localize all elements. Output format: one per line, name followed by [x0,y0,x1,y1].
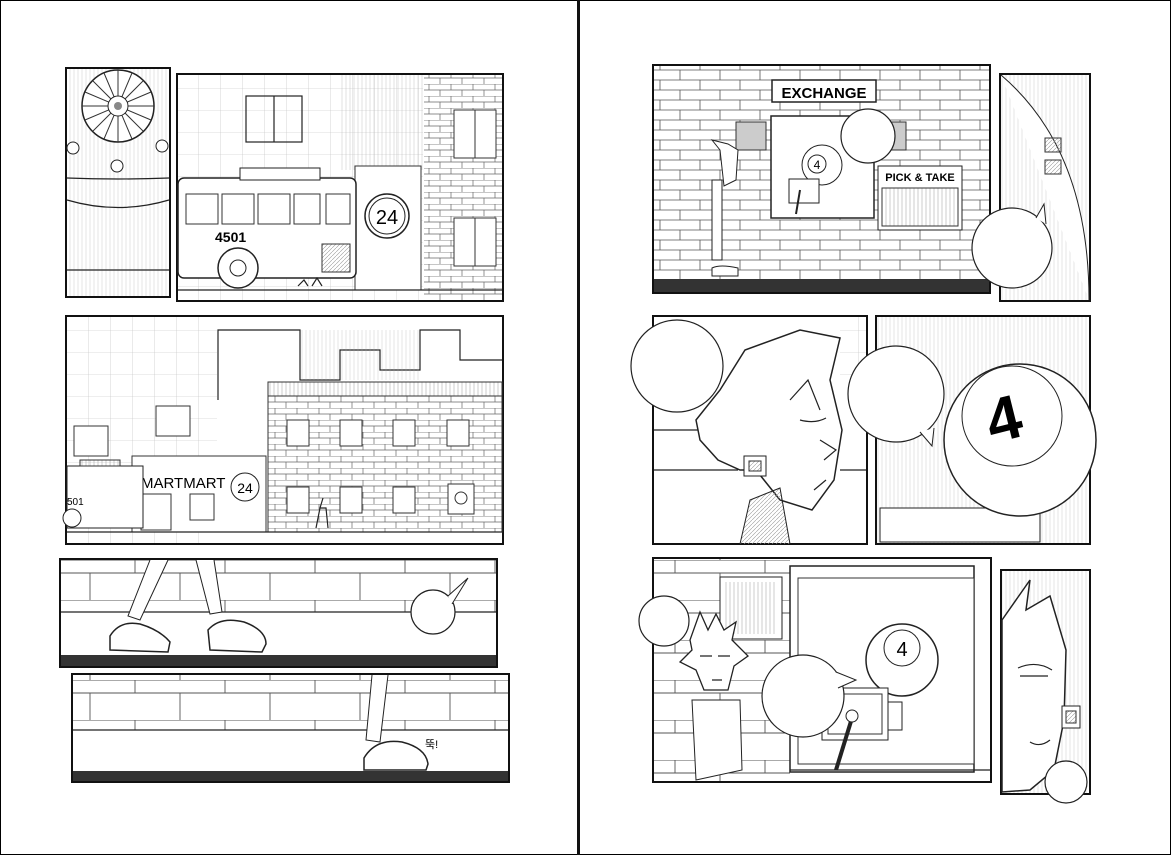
panel-left-1a [65,67,171,298]
speech-bubble [410,589,456,635]
panel-left-4: 뚝! [71,673,510,783]
speech-bubble [1044,760,1088,804]
speech-bubble [847,345,945,443]
speech-bubble [840,108,896,164]
martmart-24-badge: 24 [237,480,253,496]
panel-right-1b [971,73,1091,302]
speech-bubble [638,595,690,647]
speech-bubble [761,654,845,738]
pick-take-sign: PICK & TAKE [885,172,954,184]
panel-left-3 [59,558,498,668]
panel-right-3b [1000,569,1091,804]
sfx-text: 뚝! [425,738,438,751]
speech-bubble [630,319,724,413]
panel-right-3a: 4 [638,557,992,783]
store-24-badge: 24 [376,207,398,229]
exchange-sign: EXCHANGE [781,85,866,102]
panel-right-2b: 4 [847,315,1097,545]
booth-ball-number: 4 [814,158,821,172]
bus-number-partial: 501 [67,497,84,508]
speech-bubble [971,207,1053,289]
bus-number: 4501 [215,229,246,245]
booth-ball-number-2: 4 [896,639,907,661]
panel-left-1b: 24 4501 [176,73,504,302]
panel-right-1a: EXCHANGE 4 PICK & TAKE [652,64,991,294]
page-spine [577,0,580,855]
martmart-sign: MARTMART [141,475,225,492]
panel-right-2a [630,315,868,545]
panel-left-2: MARTMART 24 501 [62,315,504,545]
